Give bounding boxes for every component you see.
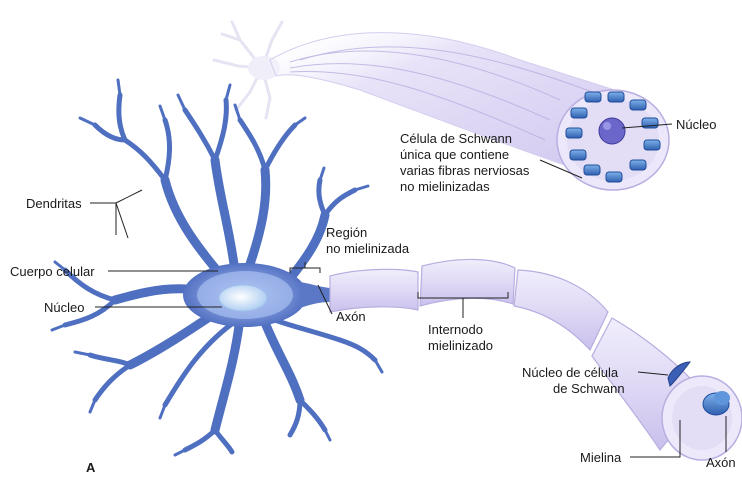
axon-hillock — [300, 282, 330, 308]
label-nucleo-top: Núcleo — [676, 117, 716, 133]
label-cuerpo-celular: Cuerpo celular — [10, 264, 95, 280]
label-nucleo-schwann-line2: de Schwann — [553, 381, 625, 397]
label-mielina: Mielina — [580, 450, 621, 466]
axon-cross-section — [662, 362, 742, 460]
label-region-line2: no mielinizada — [326, 241, 409, 257]
label-axon-top: Axón — [336, 309, 366, 325]
label-schwann-line2: única que contiene — [400, 147, 509, 163]
schwann-nucleus-top — [599, 118, 625, 144]
panel-label: A — [86, 460, 95, 475]
label-nucleo-neurona: Núcleo — [44, 300, 84, 316]
label-region-line1: Región — [326, 225, 367, 241]
neuron-nucleus — [219, 285, 267, 311]
label-dendritas: Dendritas — [26, 196, 82, 212]
myelin-sheath — [330, 259, 705, 450]
label-internodo-line1: Internodo — [428, 322, 483, 338]
label-nucleo-schwann-line1: Núcleo de célula — [522, 365, 618, 381]
label-schwann-line1: Célula de Schwann — [400, 131, 512, 147]
label-schwann-line3: varias fibras nerviosas — [400, 163, 529, 179]
label-schwann-line4: no mielinizadas — [400, 179, 490, 195]
label-internodo-line2: mielinizado — [428, 338, 493, 354]
label-axon-bottom: Axón — [706, 455, 736, 471]
